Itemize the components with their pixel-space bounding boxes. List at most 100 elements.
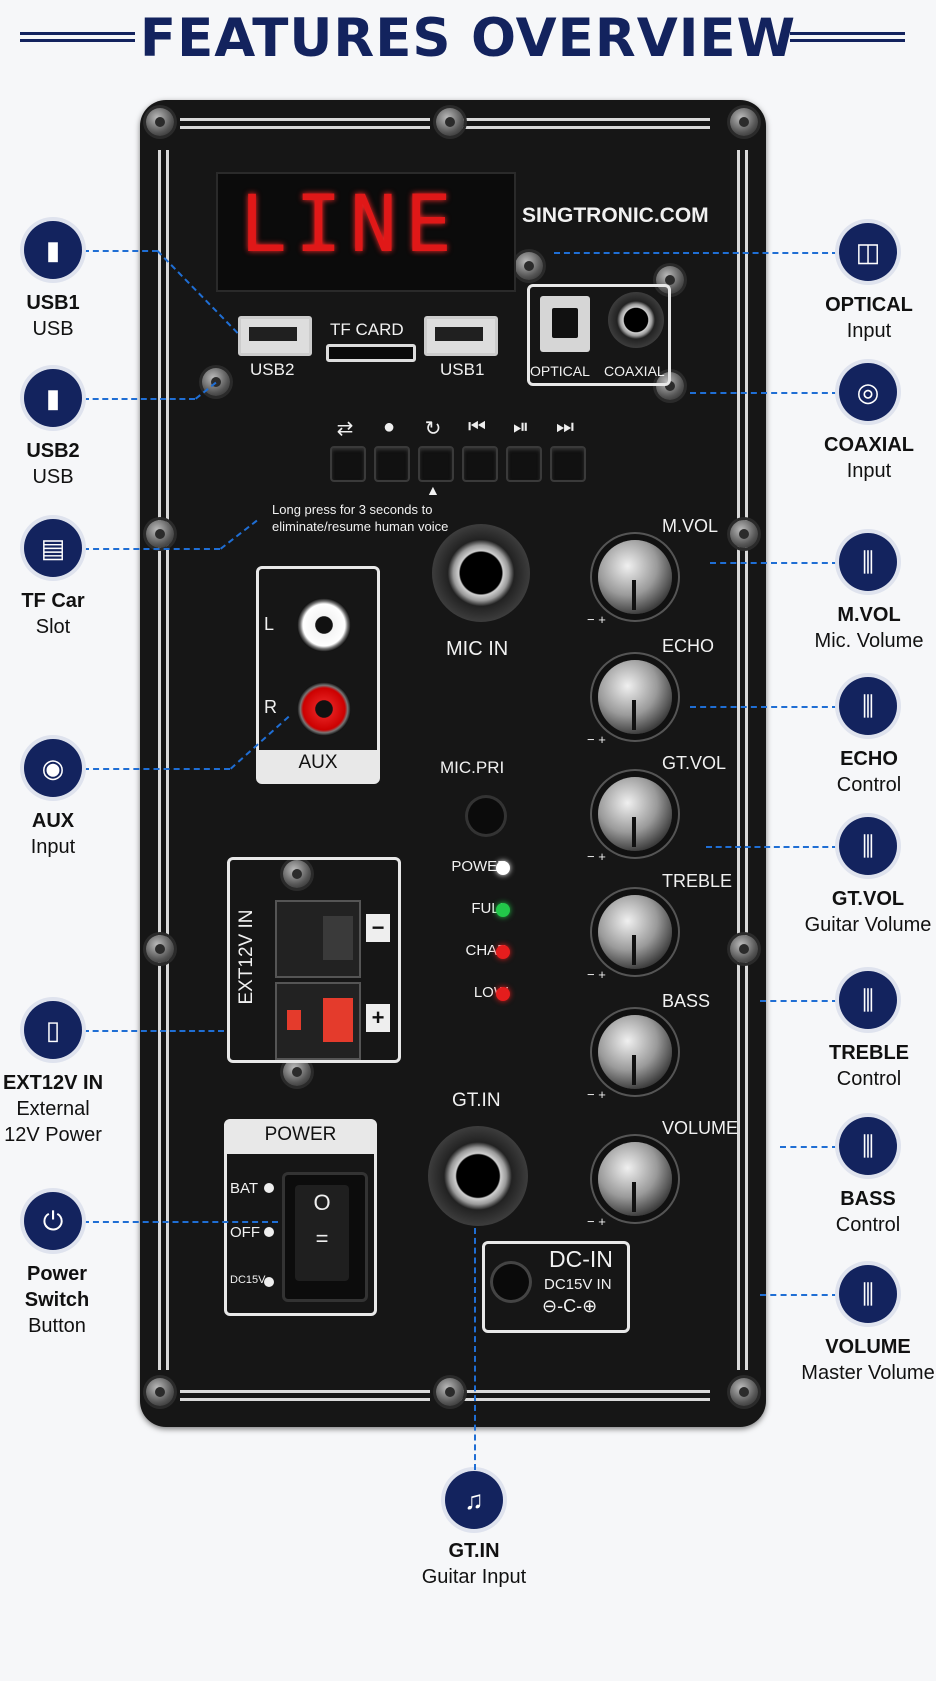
screw xyxy=(730,108,758,136)
aux-left-rca-jack[interactable] xyxy=(297,598,351,652)
panel-rail-top-right xyxy=(460,118,710,121)
callout-leader-line xyxy=(690,392,838,394)
callout-leader-line xyxy=(690,706,838,708)
indicator-led xyxy=(496,987,510,1001)
power-rocker-switch[interactable]: O= xyxy=(282,1172,368,1302)
page-title: FEATURES OVERVIEW xyxy=(139,8,797,69)
knob-gt-vol[interactable] xyxy=(598,777,672,851)
callout-subtitle: Master Volume xyxy=(801,1362,935,1384)
knob-scale: − + xyxy=(587,612,606,627)
panel-rail-left xyxy=(158,150,161,1370)
previous-button[interactable] xyxy=(462,446,498,482)
optical-label: OPTICAL xyxy=(530,363,590,379)
guitar-icon: ♫ xyxy=(445,1471,503,1529)
callout-title: AUX xyxy=(31,810,75,832)
callout-subtitle: USB xyxy=(32,318,74,340)
usb2-label: USB2 xyxy=(250,360,295,379)
sliders-icon: ⫼ xyxy=(839,1265,897,1323)
header-rule-right xyxy=(790,32,905,42)
callout-title: COAXIAL xyxy=(824,434,914,456)
callout-title: GT.IN xyxy=(448,1540,500,1562)
switch-position-dot xyxy=(264,1183,274,1193)
ext12v-box xyxy=(227,857,401,1063)
mic-in-jack[interactable] xyxy=(432,524,530,622)
brand-label: SINGTRONIC.COM xyxy=(522,204,709,227)
indicator-led xyxy=(496,903,510,917)
knob-m-vol[interactable] xyxy=(598,540,672,614)
callout-leader-line xyxy=(83,1030,224,1032)
gt-in-jack[interactable] xyxy=(428,1126,528,1226)
knob-volume[interactable] xyxy=(598,1142,672,1216)
knob-scale: − + xyxy=(587,732,606,747)
coaxial-icon: ◎ xyxy=(839,363,897,421)
callout-title: EXT12V IN xyxy=(2,1072,104,1094)
callout-leader-line xyxy=(760,1294,838,1296)
callout-subtitle: External xyxy=(16,1098,90,1120)
knob-label: BASS xyxy=(662,991,711,1011)
dc-in-voltage: DC15V IN xyxy=(544,1276,612,1293)
ext12v-plus-terminal[interactable] xyxy=(275,982,361,1060)
knob-scale: − + xyxy=(587,967,606,982)
panel-rail-right xyxy=(737,150,740,1370)
dc-in-box xyxy=(482,1241,630,1333)
coaxial-port[interactable] xyxy=(608,292,664,348)
usb1-port[interactable] xyxy=(424,316,498,356)
knob-echo[interactable] xyxy=(598,660,672,734)
callout-leader-line xyxy=(706,846,838,848)
screw xyxy=(730,1378,758,1406)
mic-in-label: MIC IN xyxy=(446,638,509,660)
knob-bass[interactable] xyxy=(598,1015,672,1089)
power-label-band xyxy=(227,1122,374,1154)
callout-leader-line xyxy=(83,1221,278,1223)
optical-port[interactable] xyxy=(540,296,590,352)
dc-in-label: DC-IN xyxy=(549,1246,613,1272)
screw xyxy=(515,252,543,280)
play-pause-button[interactable] xyxy=(506,446,542,482)
callout-subtitle: Control xyxy=(836,1068,902,1090)
tf-card-slot[interactable] xyxy=(326,344,416,362)
record-button[interactable] xyxy=(374,446,410,482)
callout-leader-line xyxy=(474,1228,476,1470)
knob-label: M.VOL xyxy=(662,516,719,536)
dc-in-socket[interactable] xyxy=(493,1264,529,1300)
callout-title: M.VOL xyxy=(837,604,901,626)
aux-left-label: L xyxy=(264,614,275,634)
callout-leader-line xyxy=(710,562,838,564)
usb2-port[interactable] xyxy=(238,316,312,356)
ext12v-plus-sign: + xyxy=(366,1004,390,1032)
callout-subtitle: Slot xyxy=(35,616,71,638)
next-button[interactable] xyxy=(550,446,586,482)
led-display: LINE xyxy=(216,172,516,292)
callout-title: Power Switch xyxy=(24,1263,90,1311)
optical-coaxial-box xyxy=(527,284,671,386)
loop-button[interactable] xyxy=(418,446,454,482)
knob-scale: − + xyxy=(587,1214,606,1229)
loop-icon: ↻ xyxy=(424,418,442,440)
screw xyxy=(436,108,464,136)
callout-title: ECHO xyxy=(840,748,898,770)
callout-leader-line xyxy=(83,398,195,400)
ext12v-minus-terminal[interactable] xyxy=(275,900,361,978)
aux-label-band xyxy=(259,750,377,781)
sliders-icon: ⫼ xyxy=(839,817,897,875)
mode-button[interactable] xyxy=(330,446,366,482)
callout-subtitle: Button xyxy=(28,1315,86,1337)
callout-title: USB2 xyxy=(26,440,80,462)
usb-stick-icon: ▮ xyxy=(24,369,82,427)
knob-treble[interactable] xyxy=(598,895,672,969)
mic-priority-button[interactable] xyxy=(468,798,504,834)
screw xyxy=(146,108,174,136)
screw xyxy=(146,520,174,548)
callout-subtitle: Control xyxy=(835,1214,901,1236)
knob-label: ECHO xyxy=(662,636,715,656)
knob-label: VOLUME xyxy=(662,1118,739,1138)
callout-title: OPTICAL xyxy=(825,294,913,316)
aux-right-rca-jack[interactable] xyxy=(297,682,351,736)
sliders-icon: ⫼ xyxy=(839,533,897,591)
aux-right-label: R xyxy=(264,697,277,717)
callout-subtitle: Guitar Volume xyxy=(804,914,932,936)
